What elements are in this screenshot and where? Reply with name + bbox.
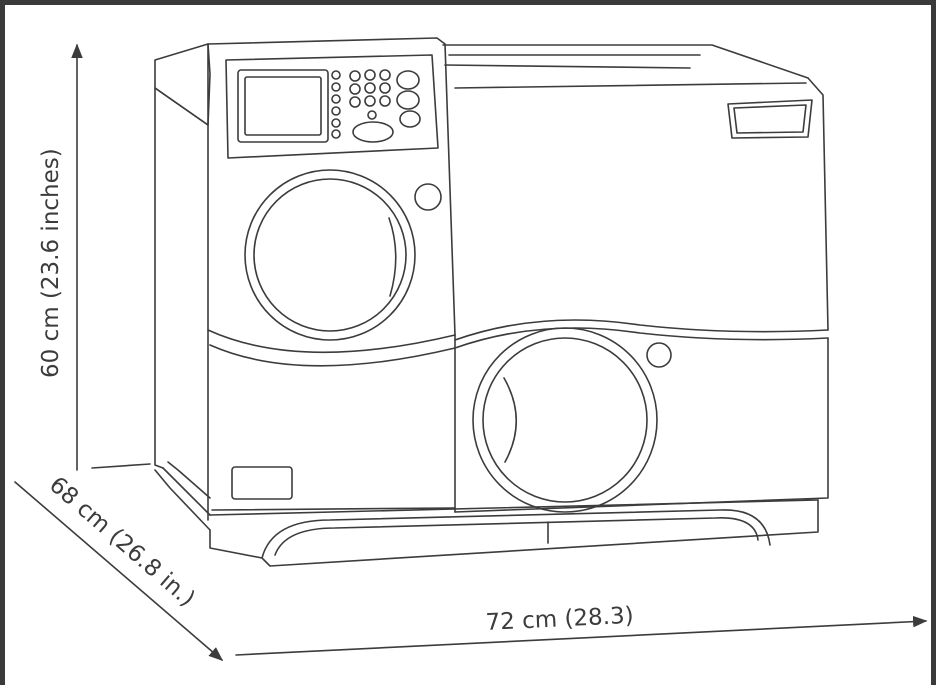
drawer-handle xyxy=(414,183,442,211)
height-extension-line xyxy=(91,463,151,469)
status-window xyxy=(727,99,813,139)
drawer-handle-right xyxy=(646,342,672,368)
depth-arrow xyxy=(14,481,224,661)
left-module xyxy=(207,37,456,521)
lower-left-label xyxy=(231,466,293,500)
width-label: 72 cm (28.3) xyxy=(485,603,634,636)
control-panel xyxy=(225,54,439,159)
touch-screen xyxy=(237,69,329,143)
width-arrow xyxy=(235,615,928,656)
depth-label: 68 cm (26.8 in.) xyxy=(44,472,200,612)
right-module xyxy=(442,44,829,513)
upper-left-drawer-door xyxy=(244,169,442,341)
lower-right-drawer-door xyxy=(472,327,672,513)
left-side-panel xyxy=(154,43,211,531)
base-plinth xyxy=(209,499,819,567)
keypad-buttons xyxy=(331,69,421,143)
height-label: 60 cm (23.6 inches) xyxy=(38,148,64,378)
